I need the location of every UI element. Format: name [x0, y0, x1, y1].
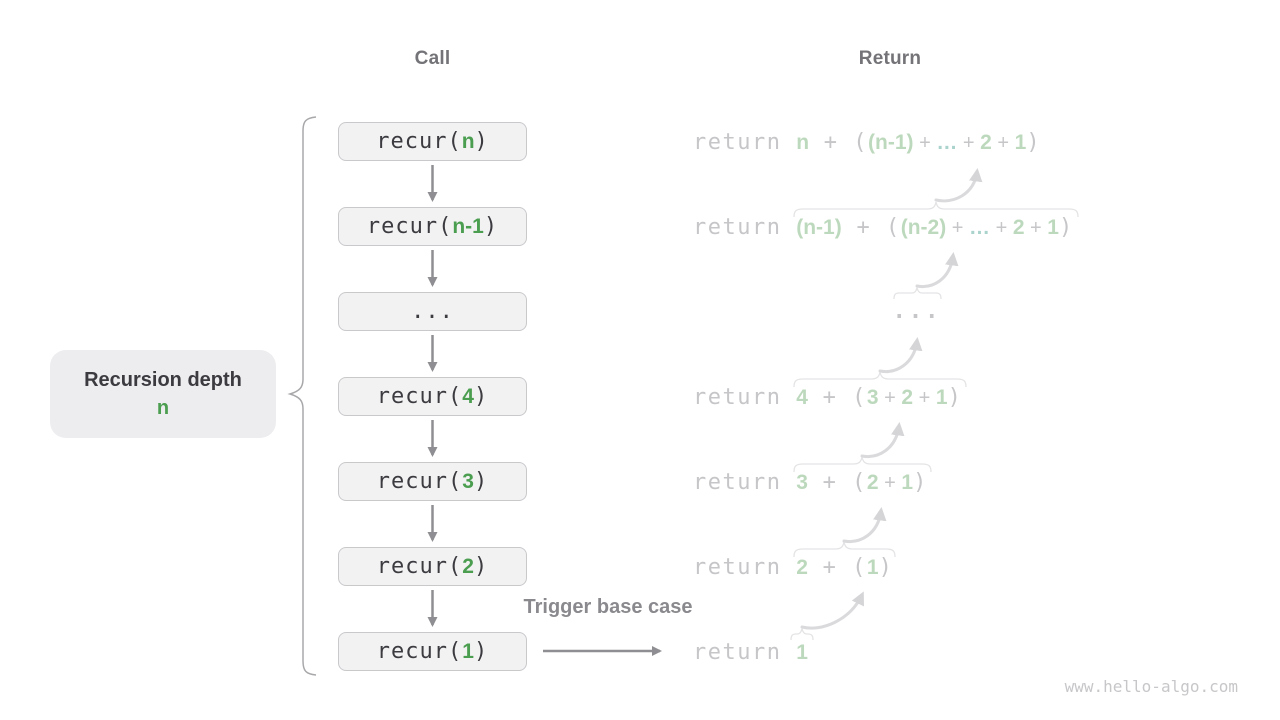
text-segment: 2 [980, 131, 992, 154]
return-line-2: return 2 + (1) [693, 553, 893, 581]
text-segment: ( [853, 130, 869, 155]
text-segment: ) [913, 470, 928, 495]
text-segment: 2 [796, 556, 808, 579]
text-segment: + [946, 217, 970, 239]
text-segment: recur( [366, 214, 453, 239]
text-segment: recur( [376, 639, 463, 664]
text-segment: + [1024, 217, 1048, 239]
text-segment: n-1 [452, 214, 484, 238]
text-segment: 1 [1014, 131, 1027, 154]
text-segment: recur( [376, 554, 463, 579]
text-segment: return [693, 555, 797, 580]
call-box-recur-n-1: recur(n-1) [338, 207, 527, 246]
text-segment: + [809, 130, 854, 155]
call-box-recur-4: recur(4) [338, 377, 527, 416]
call-box-ellipsis: ... [338, 292, 527, 331]
return-line-ellipsis: ... [892, 297, 942, 325]
text-segment: recur( [376, 469, 463, 494]
text-segment: ) [1058, 215, 1074, 240]
trigger-base-case-label: Trigger base case [523, 596, 693, 618]
return-line-3: return 3 + (2 + 1) [693, 468, 928, 496]
text-segment: … [936, 131, 958, 154]
text-segment: + [957, 132, 981, 154]
text-segment: return [693, 470, 797, 495]
return-arrow-up-icon [800, 591, 864, 630]
text-segment: 3 [866, 386, 879, 409]
text-segment: ) [474, 129, 489, 154]
text-segment: recur( [376, 384, 463, 409]
text-segment: ) [878, 555, 894, 580]
text-segment: ) [483, 214, 499, 239]
text-segment: + [841, 215, 886, 240]
text-segment: 1 [462, 639, 474, 663]
text-segment: + [878, 387, 902, 409]
text-segment: n [461, 129, 475, 153]
text-segment: 1 [935, 386, 948, 409]
text-segment: ) [947, 385, 963, 410]
watermark: www.hello-algo.com [1064, 677, 1238, 696]
text-segment: 2 [1012, 216, 1025, 239]
text-segment: recur( [376, 129, 462, 154]
return-arrow-up-icon [915, 251, 959, 289]
text-segment: return [693, 130, 797, 155]
text-segment: 1 [796, 641, 808, 664]
call-box-recur-3: recur(3) [338, 462, 527, 501]
text-segment: 1 [866, 556, 879, 579]
text-segment: 3 [796, 471, 808, 494]
recursion-depth-title: Recursion depth [84, 368, 242, 391]
text-segment: 2 [462, 554, 474, 578]
recursion-depth-brace [287, 116, 317, 676]
text-segment: ) [473, 469, 489, 494]
text-segment: + [878, 472, 902, 494]
return-arrow-up-icon [842, 506, 887, 544]
text-segment: return [693, 385, 797, 410]
text-segment: + [990, 217, 1013, 239]
text-segment: ( [852, 555, 867, 580]
text-segment: ) [473, 554, 489, 579]
text-segment: + [807, 555, 853, 580]
text-segment: 1 [1047, 216, 1059, 239]
text-segment: ) [473, 384, 489, 409]
text-segment: 1 [901, 471, 914, 494]
text-segment: 2 [866, 471, 879, 494]
text-segment: + [991, 132, 1015, 154]
return-arrow-up-icon [860, 421, 905, 459]
column-header-return: Return [858, 48, 922, 69]
call-box-recur-n: recur(n) [338, 122, 527, 161]
text-segment: ( [885, 215, 901, 240]
call-box-recur-1: recur(1) [338, 632, 527, 671]
return-line-n-1: return (n-1) + ((n-2) + … + 2 + 1) [693, 213, 1074, 241]
return-line-4: return 4 + (3 + 2 + 1) [693, 383, 962, 411]
text-segment: 2 [901, 386, 914, 409]
text-segment: return [693, 215, 797, 240]
call-box-recur-2: recur(2) [338, 547, 527, 586]
text-segment: + [807, 385, 853, 410]
return-arrow-up-icon [934, 167, 983, 203]
text-segment: (n-1) [868, 131, 914, 154]
text-segment: ( [852, 385, 867, 410]
text-segment: 3 [462, 469, 474, 493]
text-segment: + [807, 470, 853, 495]
return-line-1: return 1 [693, 638, 808, 666]
text-segment: ... [411, 299, 454, 324]
column-header-call: Call [414, 48, 451, 69]
text-segment: + [913, 132, 937, 154]
text-segment: (n-2) [900, 216, 947, 239]
text-segment: ) [1026, 130, 1042, 155]
recursion-depth-label: Recursion depth n [50, 350, 276, 438]
text-segment: 4 [796, 386, 808, 409]
text-segment: ( [852, 470, 867, 495]
text-segment: 4 [462, 384, 474, 408]
text-segment: ) [473, 639, 489, 664]
text-segment: return [693, 640, 797, 665]
text-segment: + [913, 387, 936, 409]
text-segment: ... [892, 299, 942, 324]
text-segment: (n-1) [796, 216, 842, 239]
return-line-n: return n + ((n-1) + … + 2 + 1) [693, 128, 1041, 156]
text-segment: … [969, 216, 991, 239]
recursion-depth-value: n [156, 396, 170, 419]
return-arrow-up-icon [878, 336, 923, 374]
text-segment: n [796, 131, 810, 154]
